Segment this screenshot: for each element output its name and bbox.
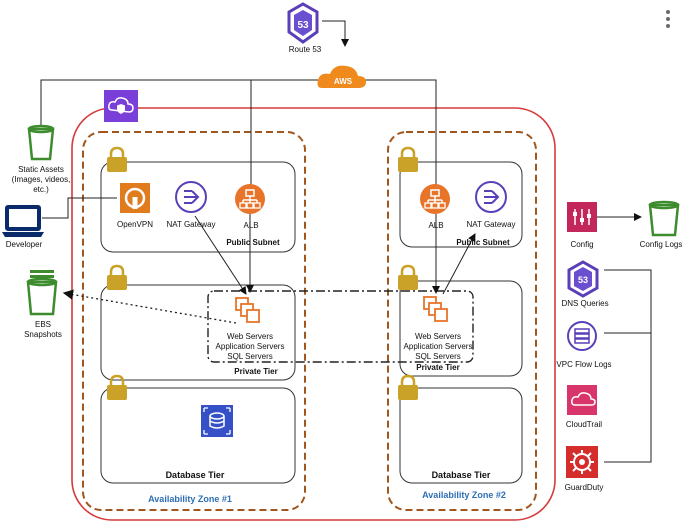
alb-icon-az1 [235, 184, 265, 214]
openvpn-label: OpenVPN [116, 220, 154, 229]
az2-private-tier [399, 280, 523, 377]
vpc-boundary [71, 107, 556, 521]
vpc-flow-logs-label: VPC Flow Logs [556, 360, 612, 369]
servers-label-az2-1: Web Servers [414, 332, 462, 341]
svg-text:53: 53 [297, 20, 309, 31]
vpc-icon [104, 90, 138, 122]
svg-text:53: 53 [578, 275, 588, 285]
private-tier-label-az2: Private Tier [416, 363, 460, 372]
connections [40, 20, 652, 463]
az2-label: Availability Zone #2 [422, 490, 506, 500]
az2-boundary [387, 131, 537, 511]
cloudtrail-label: CloudTrail [565, 420, 603, 429]
nat-gateway-icon-az2 [475, 181, 507, 213]
guardduty-icon [566, 446, 598, 478]
az1-database-tier [100, 387, 296, 484]
az2-public-subnet [399, 161, 523, 248]
dns-queries-icon: 53 [567, 260, 599, 298]
more-options-icon[interactable] [664, 10, 672, 32]
az2-database-tier [399, 387, 523, 484]
route53-label: Route 53 [288, 45, 322, 54]
svg-text:AWS: AWS [334, 77, 353, 86]
static-assets-label-1: Static Assets [18, 165, 64, 174]
nat-gateway-icon-az1 [175, 181, 207, 213]
route53-icon: 53 [287, 2, 319, 44]
public-subnet-label-az2: Public Subnet [456, 238, 510, 247]
static-assets-label-3: etc.) [33, 185, 49, 194]
bucket-icon-config-logs [648, 200, 680, 237]
ebs-dotted-line [62, 289, 237, 324]
nat-gateway-label-az2: NAT Gateway [466, 220, 516, 229]
az1-boundary [82, 131, 306, 511]
openvpn-icon [120, 183, 150, 213]
laptop-icon [2, 205, 44, 237]
config-label: Config [570, 240, 594, 249]
lock-icons [107, 146, 418, 400]
az1-private-tier [100, 284, 296, 381]
public-subnet-label-az1: Public Subnet [226, 238, 280, 247]
alb-label-az2: ALB [428, 221, 444, 230]
servers-label-az1-2: Application Servers [215, 342, 285, 351]
ebs-snapshot-icon [26, 270, 58, 316]
ebs-label-2: Snapshots [24, 330, 62, 339]
config-logs-label: Config Logs [639, 240, 683, 249]
developer-label: Developer [5, 240, 43, 249]
alb-icon-az2 [420, 184, 450, 214]
ec2-instances-icon-az2 [423, 296, 448, 322]
autoscaling-group [207, 290, 474, 363]
dns-queries-label: DNS Queries [561, 299, 609, 308]
vpc-flow-logs-icon [567, 321, 597, 351]
database-tier-label-az1: Database Tier [165, 470, 225, 480]
private-tier-label-az1: Private Tier [234, 367, 278, 376]
servers-label-az1-1: Web Servers [226, 332, 274, 341]
aws-cloud-icon: AWS [317, 65, 366, 88]
servers-label-az2-2: Application Servers [403, 342, 473, 351]
config-icon [567, 202, 597, 232]
az1-public-subnet [100, 161, 296, 253]
database-icon [201, 405, 233, 437]
database-tier-label-az2: Database Tier [431, 470, 491, 480]
cloudtrail-icon [567, 385, 597, 415]
bucket-icon-static-assets [27, 124, 55, 161]
ec2-instances-icon-az1 [235, 297, 260, 323]
static-assets-label-2: (Images, videos, [11, 175, 71, 184]
alb-label-az1: ALB [243, 221, 259, 230]
servers-label-az1-3: SQL Servers [227, 352, 273, 361]
nat-gateway-label-az1: NAT Gateway [166, 220, 216, 229]
servers-label-az2-3: SQL Servers [415, 352, 461, 361]
ebs-label-1: EBS [34, 320, 51, 329]
guardduty-label: GuardDuty [564, 483, 604, 492]
az1-label: Availability Zone #1 [148, 494, 232, 504]
